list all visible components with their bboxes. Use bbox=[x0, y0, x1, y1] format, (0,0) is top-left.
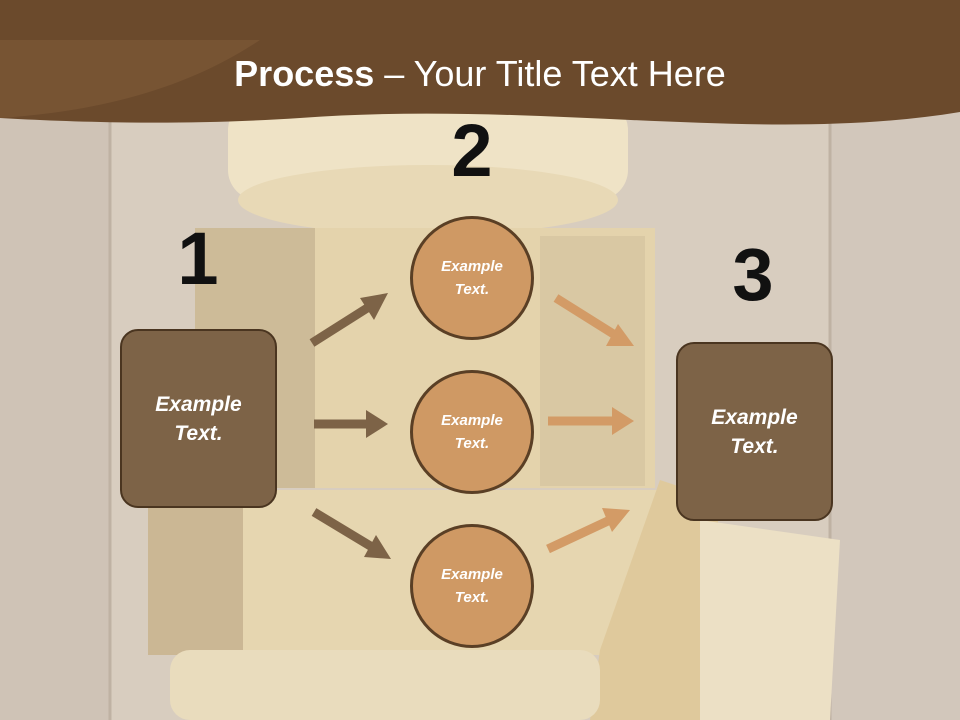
circle-bottom-text: Example Text. bbox=[441, 566, 503, 606]
circle-middle-text: Example Text. bbox=[441, 412, 503, 452]
slide-title: Process – Your Title Text Here bbox=[0, 52, 960, 96]
step-number-1: 1 bbox=[177, 217, 219, 300]
arrow-left-to-middle bbox=[314, 410, 388, 438]
circle-top: Example Text. bbox=[410, 216, 534, 340]
arrow-middle-to-right bbox=[548, 407, 634, 435]
step-number-3: 3 bbox=[732, 233, 774, 316]
right-process-box: Example Text. bbox=[676, 342, 833, 521]
circle-middle: Example Text. bbox=[410, 370, 534, 494]
left-process-box: Example Text. bbox=[120, 329, 277, 508]
right-box-text: Example Text. bbox=[711, 405, 798, 458]
circle-top-text: Example Text. bbox=[441, 258, 503, 298]
arrow-left-to-bottom bbox=[311, 508, 391, 559]
title-rest: – Your Title Text Here bbox=[374, 53, 726, 94]
arrow-top-to-right bbox=[553, 294, 634, 346]
circle-bottom: Example Text. bbox=[410, 524, 534, 648]
arrow-bottom-to-right bbox=[546, 508, 630, 554]
left-box-text: Example Text. bbox=[155, 392, 242, 445]
arrow-left-to-top bbox=[309, 293, 388, 347]
step-number-2: 2 bbox=[451, 109, 493, 192]
title-bold: Process bbox=[234, 53, 375, 94]
